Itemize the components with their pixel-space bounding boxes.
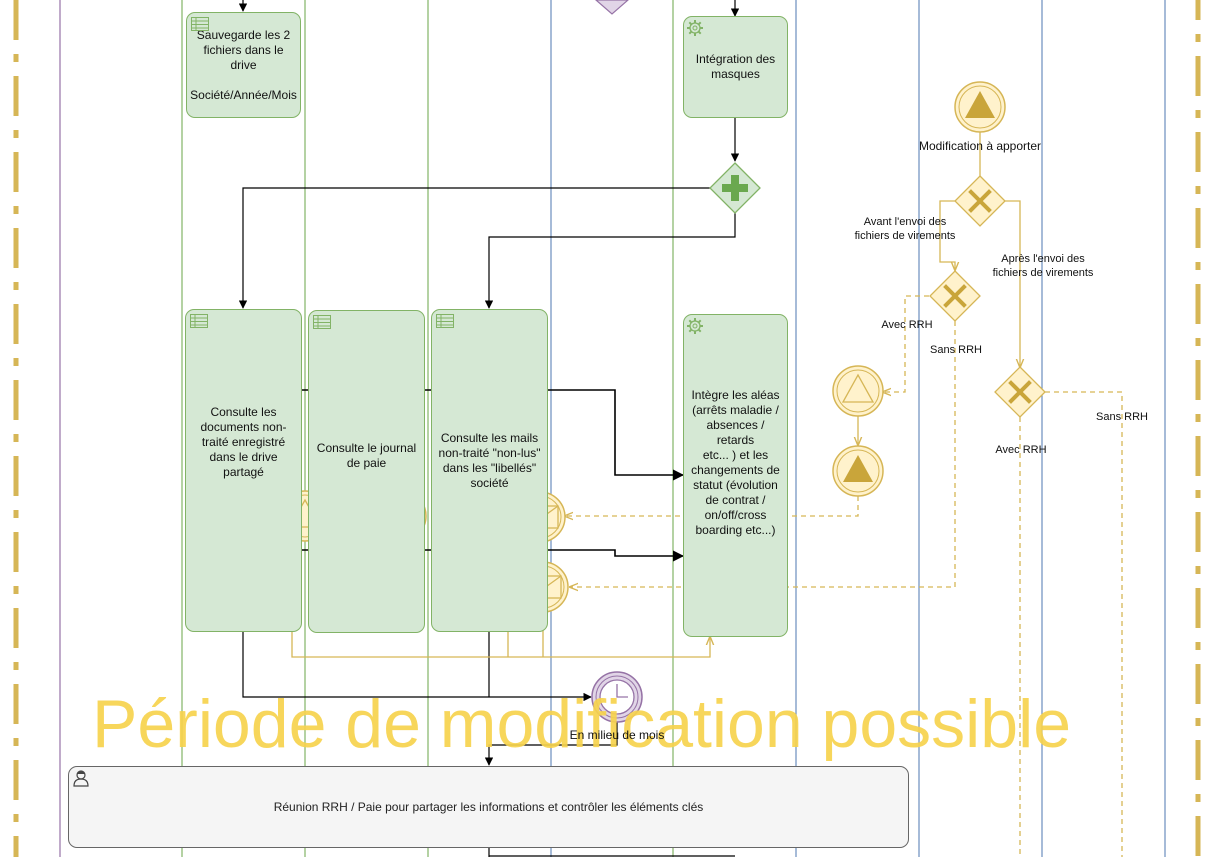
task-integrate-hazards[interactable]: Intègre les aléas (arrêts maladie / abse…	[683, 314, 788, 637]
table-icon	[313, 315, 331, 329]
gear-icon	[687, 20, 703, 36]
x-icon	[943, 284, 967, 308]
task-label: Consulte le journal de paie	[316, 440, 417, 470]
task-consult-journal[interactable]: Consulte le journal de paie	[308, 310, 425, 633]
task-integrate-masks[interactable]: Intégration des masques	[683, 16, 788, 118]
timer-event[interactable]	[591, 671, 643, 723]
exclusive-gateway-after[interactable]	[994, 366, 1046, 418]
label-mid-month: En milieu de mois	[569, 728, 665, 742]
triangle-icon	[843, 455, 873, 482]
label-with-rrh-1: Avec RRH	[881, 319, 933, 331]
task-consult-docs[interactable]: Consulte les documents non- traité enreg…	[185, 309, 302, 632]
clock-icon	[599, 679, 635, 715]
exclusive-gateway-before[interactable]	[929, 270, 981, 322]
lane-lines	[59, 0, 1166, 857]
triangle-icon	[841, 373, 875, 403]
table-icon	[191, 17, 209, 31]
meeting-task[interactable]: Réunion RRH / Paie pour partager les inf…	[68, 766, 909, 848]
triangle-icon	[965, 91, 995, 118]
parallel-gateway[interactable]	[709, 162, 761, 214]
sequence-flows	[238, 0, 740, 857]
label-with-rrh-2: Avec RRH	[995, 444, 1047, 456]
top-intermediate-event	[595, 0, 629, 15]
period-watermark: Période de modification possible	[92, 686, 1072, 762]
task-label: Consulte les documents non- traité enreg…	[200, 405, 287, 479]
label-modification: Modification à apporter	[918, 139, 1042, 153]
meeting-label: Réunion RRH / Paie pour partager les inf…	[273, 800, 704, 814]
plus-icon	[722, 175, 748, 201]
x-icon	[1008, 380, 1032, 404]
exclusive-gateway-modification[interactable]	[954, 175, 1006, 227]
task-consult-mails[interactable]: Consulte les mails non-traité "non-lus" …	[431, 309, 548, 632]
label-after-transfer: Après l'envoi des fichiers de virements	[992, 253, 1094, 279]
task-label: Intègre les aléas (arrêts maladie / abse…	[691, 387, 780, 537]
user-icon	[73, 770, 89, 787]
label-without-rrh-1: Sans RRH	[930, 344, 982, 356]
x-icon	[968, 189, 992, 213]
gear-icon	[687, 318, 703, 334]
label-without-rrh-2: Sans RRH	[1096, 411, 1148, 423]
task-label: Intégration des masques	[695, 52, 776, 81]
label-before-transfer: Avant l'envoi des fichiers de virements	[854, 216, 956, 242]
table-icon	[436, 314, 454, 328]
table-icon	[190, 314, 208, 328]
task-label: Consulte les mails non-traité "non-lus" …	[438, 430, 541, 490]
task-label: Sauvegarde les 2 fichiers dans le drive …	[190, 27, 297, 102]
signal-throw-event[interactable]	[832, 445, 884, 497]
signal-start-event[interactable]	[954, 81, 1006, 133]
signal-catch-event[interactable]	[832, 365, 884, 417]
task-save-files[interactable]: Sauvegarde les 2 fichiers dans le drive …	[186, 12, 301, 118]
